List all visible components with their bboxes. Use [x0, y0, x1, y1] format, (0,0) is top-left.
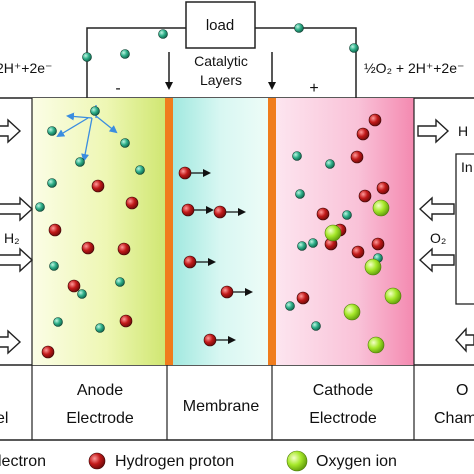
left-arrow-mid1 — [0, 196, 34, 222]
section-anode-line2: Electrode — [66, 410, 134, 427]
electron-particle — [292, 151, 302, 161]
left-arrow-bottom — [0, 329, 22, 355]
oxygen-ion-particle — [384, 287, 402, 305]
oxygen-ion-particle — [324, 224, 342, 242]
circuit-wire-right — [255, 27, 357, 98]
electron-particle — [342, 210, 352, 220]
electron-particle — [285, 301, 295, 311]
membrane-proton-particle — [178, 166, 192, 180]
hydrogen-proton-particle — [371, 237, 385, 251]
legend-oxygen-ion-label: Oxygen ion — [316, 453, 397, 470]
catalytic-layers-line2: Layers — [200, 72, 242, 88]
electron-particle — [120, 138, 130, 148]
section-fuel-channel-line2: el — [0, 410, 8, 427]
hydrogen-proton-particle — [316, 207, 330, 221]
hydrogen-proton-particle — [351, 245, 365, 259]
hydrogen-proton-particle — [350, 150, 364, 164]
hydrogen-proton-particle — [117, 242, 131, 256]
dissociation-arrows — [56, 105, 118, 162]
hydrogen-proton-particle — [67, 279, 81, 293]
right-top-partial-label: H — [458, 123, 468, 139]
particles — [35, 23, 402, 359]
right-arrow-top — [417, 118, 450, 144]
cathode-gas-label: O₂ — [430, 230, 446, 246]
electron-particle — [47, 178, 57, 188]
electron-particle — [294, 23, 304, 33]
electron-particle — [135, 165, 145, 175]
legend-hydrogen-proton-label: Hydrogen proton — [115, 453, 234, 470]
oxygen-ion-particle — [367, 336, 385, 354]
left-arrow-top — [0, 118, 22, 144]
hydrogen-proton-particle — [296, 291, 310, 305]
hydrogen-proton-particle — [119, 314, 133, 328]
legend-electron-label: lectron — [0, 453, 46, 470]
membrane-protons — [178, 166, 253, 347]
section-oxygen-channel-line2: Cham — [434, 410, 474, 427]
membrane-proton-particle — [183, 255, 197, 269]
legend-oxygen-ion-marker — [286, 450, 308, 472]
circuit-wire-left — [86, 27, 186, 98]
electron-particle — [35, 202, 45, 212]
anode-polarity: - — [115, 80, 120, 97]
electron-particle — [82, 52, 92, 62]
electron-particle — [53, 317, 63, 327]
electron-particle — [325, 159, 335, 169]
oxygen-ion-particle — [372, 199, 390, 217]
hydrogen-proton-particle — [91, 179, 105, 193]
catalytic-layer-cathode — [268, 98, 276, 365]
load-label: load — [206, 17, 234, 34]
hydrogen-proton-particle — [41, 345, 55, 359]
anode-gas-label: H₂ — [4, 230, 20, 246]
cathode-polarity: + — [309, 80, 318, 97]
section-anode-line1: Anode — [77, 382, 123, 399]
anode-reaction: 2H⁺+2e⁻ — [0, 60, 52, 76]
electron-particle — [115, 277, 125, 287]
left-inlet-arrows — [0, 118, 34, 355]
catalytic-layers-line1: Catalytic — [194, 53, 248, 69]
hydrogen-proton-particle — [48, 223, 62, 237]
electron-particle — [295, 189, 305, 199]
section-oxygen-channel-line1: O — [456, 382, 468, 399]
electron-particle — [297, 241, 307, 251]
catalytic-layer-anode — [165, 98, 173, 365]
hydrogen-proton-particle — [125, 196, 139, 210]
right-arrow-bottom — [455, 327, 474, 353]
membrane-proton-particle — [220, 285, 234, 299]
right-arrow-mid2 — [418, 247, 455, 273]
cathode-reaction: ½O₂ + 2H⁺+2e⁻ — [364, 60, 464, 76]
section-cathode-line1: Cathode — [313, 382, 374, 399]
membrane-proton-particle — [203, 333, 217, 347]
right-arrow-mid1 — [418, 196, 455, 222]
hydrogen-proton-particle — [376, 181, 390, 195]
right-inner-box — [455, 153, 474, 305]
electron-particle — [120, 49, 130, 59]
hydrogen-proton-particle — [81, 241, 95, 255]
electron-particle — [158, 29, 168, 39]
legend-hydrogen-proton-marker — [88, 452, 106, 470]
membrane-proton-particle — [213, 205, 227, 219]
electron-particle — [90, 106, 100, 116]
hydrogen-proton-particle — [368, 113, 382, 127]
electron-particle — [95, 323, 105, 333]
electron-particle — [308, 238, 318, 248]
membrane-region — [171, 98, 270, 365]
section-membrane-line1: Membrane — [183, 398, 260, 415]
electron-particle — [77, 289, 87, 299]
left-arrow-mid2 — [0, 247, 34, 273]
right-inlet-arrows — [417, 118, 455, 273]
electron-particle — [49, 261, 59, 271]
oxygen-ion-particle — [343, 303, 361, 321]
right-inner-box-partial: In — [461, 159, 473, 175]
electron-particle — [47, 126, 57, 136]
electron-particle — [311, 321, 321, 331]
section-cathode-line2: Electrode — [309, 410, 377, 427]
oxygen-ion-particle — [364, 258, 382, 276]
electron-particle — [349, 43, 359, 53]
membrane-proton-particle — [181, 203, 195, 217]
electron-particle — [75, 157, 85, 167]
hydrogen-proton-particle — [358, 189, 372, 203]
load-box — [185, 1, 256, 49]
hydrogen-proton-particle — [356, 127, 370, 141]
